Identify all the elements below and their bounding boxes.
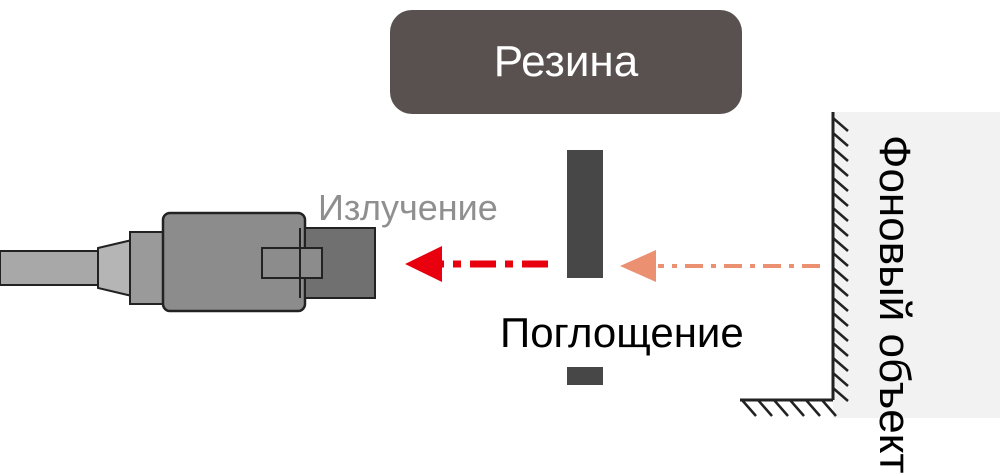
floor-hatch-mark (773, 399, 789, 417)
absorption-label: Поглощение (500, 309, 744, 356)
rubber-target-bar (567, 150, 603, 385)
wall-hatch-mark (832, 282, 849, 297)
material-label: Резина (493, 37, 639, 86)
wall-hatch-mark (832, 372, 849, 387)
wall-hatch-mark (832, 237, 849, 252)
wall-hatch-mark (832, 357, 849, 372)
emitted-light-arrow (405, 246, 548, 282)
floor-hatch-mark (789, 399, 805, 417)
wall-hatch-mark (832, 162, 849, 177)
wall-hatch-mark (832, 147, 849, 162)
background-reflection-arrow (620, 250, 820, 282)
wall-hatch-mark (832, 312, 849, 327)
floor-hatch-mark (805, 399, 821, 417)
emission-label: Излучение (318, 187, 498, 228)
wall-hatch-mark (832, 222, 849, 237)
floor-hatch-mark (757, 399, 773, 417)
wall-hatch-mark (832, 342, 849, 357)
wall-hatch-mark (832, 267, 849, 282)
sensor-cable (0, 231, 165, 305)
wall-hatch-mark (832, 177, 849, 192)
wall-hatch-mark (832, 207, 849, 222)
floor-hatch-mark (821, 399, 837, 417)
wall-hatch-mark (832, 387, 849, 402)
photoelectric-sensor (161, 211, 376, 313)
floor-hatch-mark (741, 399, 757, 417)
diagram-canvas (0, 112, 1000, 418)
wall-hatch-mark (832, 117, 849, 132)
background-object-wall (740, 112, 1000, 418)
material-label-box: Резина (390, 10, 742, 114)
wall-hatch-mark (832, 297, 849, 312)
wall-hatch-mark (832, 327, 849, 342)
wall-hatch-mark (832, 132, 849, 147)
background-object-label: Фоновый объект (870, 135, 919, 474)
wall-hatch-mark (832, 192, 849, 207)
wall-hatch-mark (832, 252, 849, 267)
